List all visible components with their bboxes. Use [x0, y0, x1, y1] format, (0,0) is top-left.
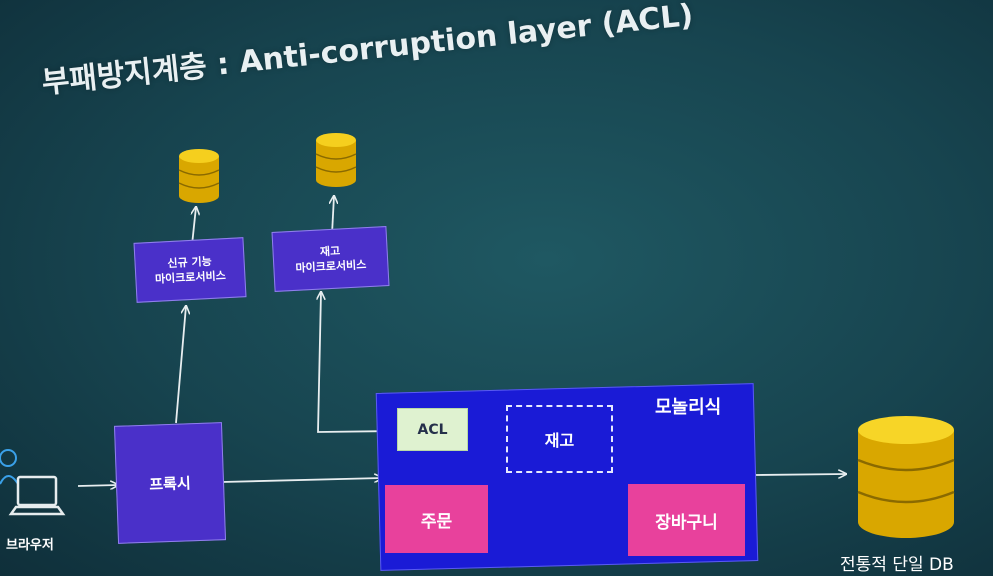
database-icon: [178, 149, 220, 203]
arrow-proxy-to-new-service: [175, 306, 186, 424]
monolith-label: 모놀리식: [655, 397, 722, 418]
database-icon: [315, 133, 357, 187]
arrow-acl-to-inventory-service: [318, 292, 397, 433]
proxy-box: 프록시: [113, 422, 227, 544]
acl-box: ACL: [397, 408, 468, 451]
inventory-module: 재고: [506, 405, 613, 473]
cart-module: 장바구니: [628, 484, 745, 556]
legacy-db-caption: 전통적 단일 DB: [840, 555, 954, 575]
arrow-inventory-service-to-db: [332, 196, 334, 235]
inventory-microservice: 재고 마이크로서비스: [271, 226, 390, 292]
arrow-proxy-to-monolith: [221, 478, 382, 483]
laptop-icon: [8, 475, 66, 516]
user-icon: [0, 449, 19, 485]
order-module: 주문: [385, 485, 488, 553]
database-icon: [857, 416, 955, 538]
arrow-new-service-to-db: [192, 207, 196, 246]
new-feature-microservice: 신규 기능 마이크로서비스: [133, 237, 247, 303]
arrow-monolith-to-db: [755, 474, 846, 475]
browser-caption: 브라우저: [6, 538, 54, 553]
arrow-browser-to-proxy: [77, 485, 118, 486]
